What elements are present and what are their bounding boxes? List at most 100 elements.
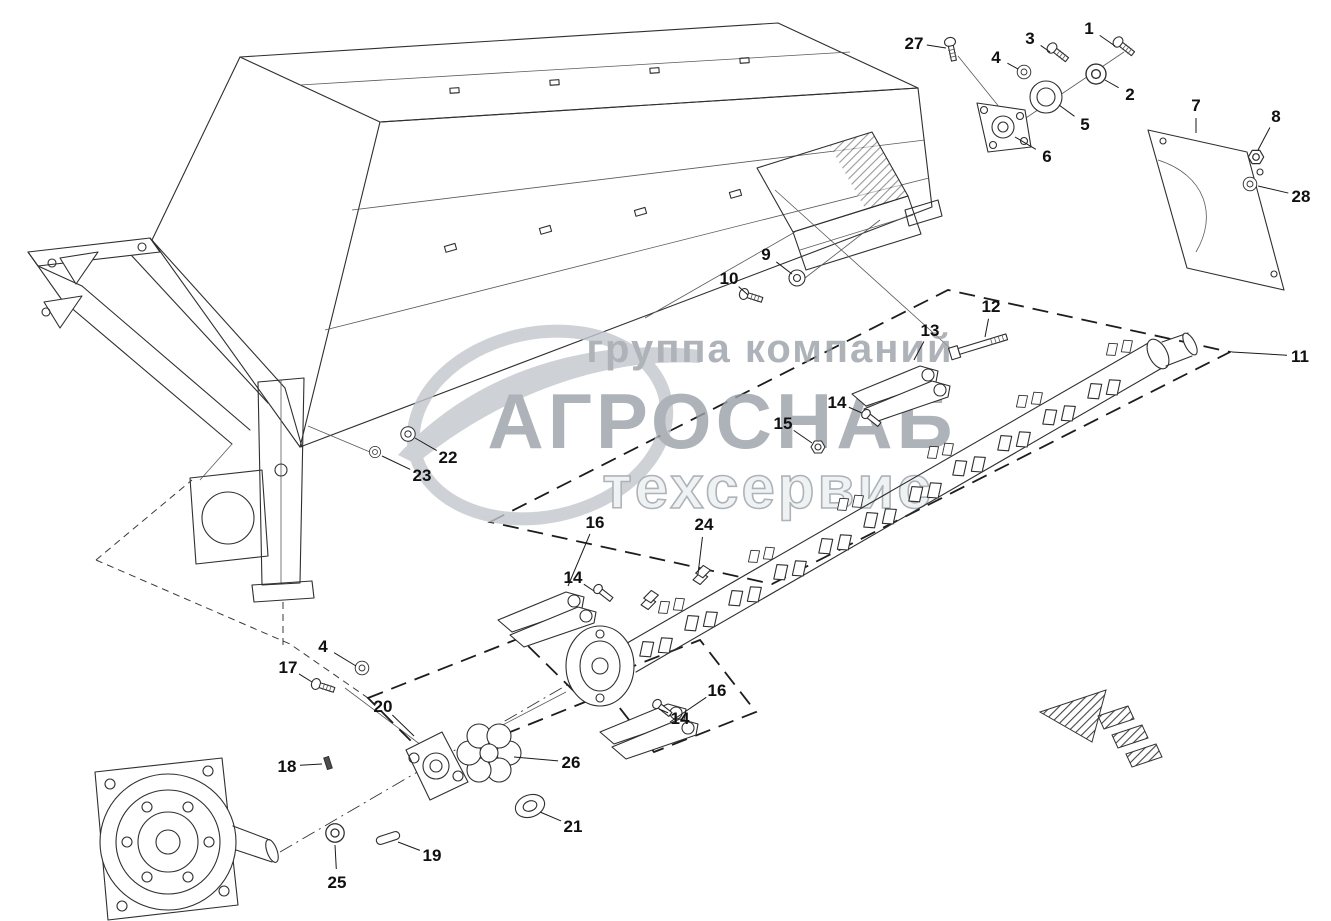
part-label-4: 4 [318,637,357,667]
machine-drawing [27,22,1233,921]
part-label-13: 13 [913,321,940,361]
svg-text:12: 12 [982,297,1001,316]
hitch-frame [27,237,369,699]
svg-text:13: 13 [921,321,940,340]
support-leg [251,377,315,650]
svg-text:16: 16 [586,513,605,532]
svg-text:3: 3 [1025,29,1034,48]
svg-text:5: 5 [1080,115,1089,134]
part-label-14: 14 [658,708,690,728]
svg-text:10: 10 [720,269,739,288]
part-label-15: 15 [774,414,813,444]
part-label-23: 23 [381,455,432,485]
part-15-nut [810,440,826,454]
svg-text:18: 18 [278,757,297,776]
part-label-14: 14 [828,393,863,414]
part-7-cover-plate [1147,129,1285,291]
part-2-washer [1085,63,1107,85]
svg-text:19: 19 [423,846,442,865]
svg-text:7: 7 [1191,96,1200,115]
part-label-5: 5 [1058,104,1090,134]
part-label-9: 9 [761,245,793,275]
svg-text:17: 17 [279,658,298,677]
svg-text:27: 27 [905,34,924,53]
part-3-screw [1044,40,1071,65]
part-label-3: 3 [1025,29,1051,53]
part-25-washer [325,823,345,843]
part-label-4: 4 [991,48,1019,70]
svg-text:9: 9 [761,245,770,264]
part-12-bolt [948,333,1009,361]
part-label-21: 21 [539,811,583,836]
part-label-6: 6 [1014,136,1052,166]
svg-text:28: 28 [1292,187,1311,206]
part-label-8: 8 [1257,107,1281,151]
part-label-2: 2 [1104,79,1135,104]
part-label-22: 22 [414,437,458,467]
part-17-screw [309,676,337,696]
svg-text:1: 1 [1084,19,1093,38]
part-4-washer [354,660,370,676]
part-6-bearing-flange [976,102,1032,153]
svg-text:25: 25 [328,873,347,892]
part-26-coupling-star [456,723,522,783]
svg-text:20: 20 [374,697,393,716]
svg-text:6: 6 [1042,147,1051,166]
part-label-7: 7 [1191,96,1201,133]
part-28-washer [1242,176,1258,192]
part-label-11: 11 [1231,347,1309,366]
part-14-bolt [591,582,615,604]
part-label-28: 28 [1257,185,1311,206]
part-21-bushing-ring [514,793,546,819]
part-11-knife-shaft [565,332,1198,707]
part-5-bushing [1029,80,1063,114]
svg-text:22: 22 [439,448,458,467]
part-label-25: 25 [328,844,347,892]
svg-text:26: 26 [562,753,581,772]
svg-text:21: 21 [564,817,583,836]
part-18-pin [323,755,333,771]
svg-text:16: 16 [708,681,727,700]
svg-text:14: 14 [828,393,847,412]
svg-text:11: 11 [1291,347,1309,366]
svg-text:14: 14 [564,568,583,587]
part-label-24: 24 [695,515,714,575]
housing-outline [151,22,933,448]
part-label-16: 16 [669,681,727,723]
gearbox [94,757,279,921]
svg-text:24: 24 [695,515,714,534]
part-label-14: 14 [564,568,595,592]
part-label-1: 1 [1084,19,1116,47]
part-label-17: 17 [279,658,313,683]
watermark-logo-swoosh [398,347,700,464]
svg-text:4: 4 [991,48,1001,67]
part-19-key [375,830,401,846]
part-label-27: 27 [905,34,947,53]
part-label-16: 16 [567,513,605,587]
svg-text:15: 15 [774,414,793,433]
svg-text:23: 23 [413,466,432,485]
part-label-26: 26 [513,753,581,772]
part-8-nut [1247,149,1265,165]
discharge-chute [756,131,943,271]
part-label-10: 10 [720,269,749,296]
watermark-line1: группа компаний [586,327,953,371]
parts-layer [309,34,1285,846]
part-27-screw [943,35,960,63]
direction-arrow-icon [1038,689,1163,768]
watermark: группа компаний АГРОСНАБ техсервис [398,324,953,526]
part-1-screw [1110,34,1137,59]
svg-text:14: 14 [671,709,690,728]
part-9-washer [788,269,806,287]
part-label-18: 18 [278,757,323,776]
part-4-washer [1016,64,1032,80]
watermark-line3: техсервис [602,454,933,521]
part-label-12: 12 [982,297,1001,338]
part-20-coupling-flange [405,731,469,801]
svg-text:8: 8 [1271,107,1280,126]
svg-text:2: 2 [1125,85,1134,104]
part-label-19: 19 [397,841,442,865]
